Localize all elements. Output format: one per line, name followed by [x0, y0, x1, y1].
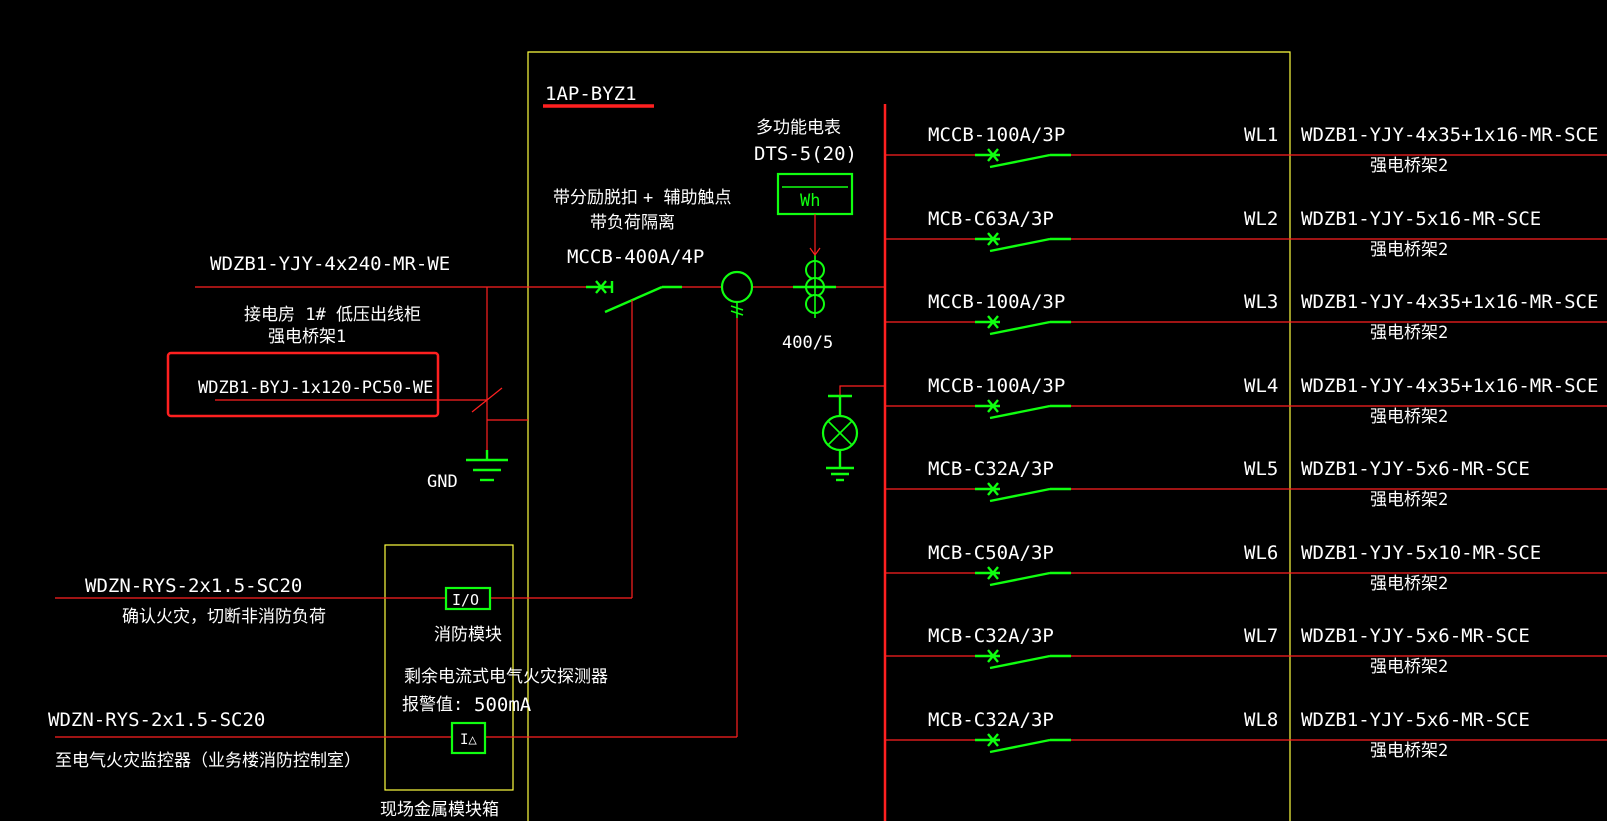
- residual-current-sensor-icon: [720, 270, 754, 318]
- circuit-cable-label: WDZB1-YJY-5x16-MR-SCE: [1301, 208, 1541, 230]
- circuit-row: MCB-C32A/3P WL5 WDZB1-YJY-5x6-MR-SCE 强电桥架2: [885, 458, 1607, 510]
- circuit-id: WL8: [1244, 709, 1278, 731]
- circuit-breaker-icon: [975, 399, 1071, 420]
- fire-module-label: 消防模块: [434, 625, 502, 645]
- circuit-breaker-icon: [975, 232, 1071, 253]
- circuit-cable-label: WDZB1-YJY-5x6-MR-SCE: [1301, 709, 1530, 731]
- alarm-value: 500mA: [474, 694, 532, 716]
- surge-protector-icon: [821, 394, 859, 482]
- circuit-row: MCCB-100A/3P WL4 WDZB1-YJY-4x35+1x16-MR-SC…: [885, 375, 1607, 427]
- fire-note1: 确认火灾，切断非消防负荷: [122, 607, 326, 627]
- circuit-breaker-label: MCCB-100A/3P: [928, 124, 1065, 146]
- circuit-breaker-label: MCB-C32A/3P: [928, 625, 1054, 647]
- circuit-id: WL7: [1244, 625, 1278, 647]
- main-breaker-note3: 带负荷隔离: [590, 213, 675, 233]
- circuit-breaker-label: MCB-C32A/3P: [928, 458, 1054, 480]
- circuit-tray-label: 强电桥架2: [1370, 490, 1448, 510]
- circuit-tray-label: 强电桥架2: [1370, 407, 1448, 427]
- gnd-label: GND: [427, 472, 458, 492]
- circuit-breaker-icon: [975, 148, 1071, 169]
- circuit-cable-label: WDZB1-YJY-5x6-MR-SCE: [1301, 458, 1530, 480]
- main-breaker-symbol: [586, 280, 682, 314]
- spd-connection-line: [839, 385, 885, 396]
- io-module-icon: I/O: [444, 586, 492, 611]
- panel-frame: [527, 51, 1291, 821]
- residual-current-module-icon: I△: [450, 721, 487, 755]
- ct-ratio-label: 400/5: [782, 333, 833, 353]
- main-breaker-label: MCCB-400A/4P: [567, 246, 704, 268]
- circuit-tray-label: 强电桥架2: [1370, 741, 1448, 761]
- main-breaker-note1: 带分励脱扣: [553, 188, 638, 208]
- meter-connection-arrow: [809, 247, 821, 257]
- circuit-id: WL2: [1244, 208, 1278, 230]
- circuit-row: MCB-C32A/3P WL7 WDZB1-YJY-5x6-MR-SCE 强电桥架2: [885, 625, 1607, 677]
- circuit-cable-label: WDZB1-YJY-4x35+1x16-MR-SCE: [1301, 375, 1598, 397]
- circuit-cable-label: WDZB1-YJY-4x35+1x16-MR-SCE: [1301, 291, 1598, 313]
- circuit-cable-label: WDZB1-YJY-4x35+1x16-MR-SCE: [1301, 124, 1598, 146]
- circuit-tray-label: 强电桥架2: [1370, 657, 1448, 677]
- circuit-breaker-icon: [975, 649, 1071, 670]
- panel-id: 1AP-BYZ1: [545, 83, 637, 105]
- incoming-cable-label: WDZB1-YJY-4x240-MR-WE: [210, 253, 450, 275]
- circuit-id: WL1: [1244, 124, 1278, 146]
- detector-label: 剩余电流式电气火灾探测器: [404, 667, 608, 687]
- ground-cable-label: WDZB1-BYJ-1x120-PC50-WE: [198, 378, 433, 398]
- circuit-breaker-label: MCB-C50A/3P: [928, 542, 1054, 564]
- circuit-breaker-label: MCCB-100A/3P: [928, 291, 1065, 313]
- circuit-id: WL4: [1244, 375, 1278, 397]
- meter-title: 多功能电表: [756, 118, 841, 138]
- circuit-tray-label: 强电桥架2: [1370, 574, 1448, 594]
- incoming-tray-label: 强电桥架1: [268, 327, 346, 347]
- main-breaker-note2: + 辅助触点: [643, 188, 731, 208]
- ground-tick-mark: [471, 387, 503, 413]
- energy-meter-icon: Wh: [776, 172, 854, 216]
- svg-text:I△: I△: [460, 732, 477, 748]
- module-box-label: 现场金属模块箱: [380, 800, 499, 820]
- circuit-breaker-icon: [975, 566, 1071, 587]
- incoming-source-label: 接电房 1# 低压出线柜: [244, 305, 421, 325]
- circuit-id: WL3: [1244, 291, 1278, 313]
- ground-cable-highlight-box: [166, 351, 440, 418]
- circuit-breaker-label: MCB-C63A/3P: [928, 208, 1054, 230]
- metal-module-box: [384, 544, 514, 791]
- fire-note2: 至电气火灾监控器（业务楼消防控制室）: [55, 751, 361, 771]
- circuit-breaker-icon: [975, 315, 1071, 336]
- svg-text:Wh: Wh: [800, 191, 820, 211]
- alarm-label: 报警值:: [402, 695, 463, 715]
- circuit-row: MCCB-100A/3P WL3 WDZB1-YJY-4x35+1x16-MR-SC…: [885, 291, 1607, 343]
- circuit-row: MCB-C50A/3P WL6 WDZB1-YJY-5x10-MR-SCE 强电桥架2: [885, 542, 1607, 594]
- fire-cable1-label: WDZN-RYS-2x1.5-SC20: [85, 575, 302, 597]
- circuit-tray-label: 强电桥架2: [1370, 323, 1448, 343]
- circuit-tray-label: 强电桥架2: [1370, 240, 1448, 260]
- circuit-breaker-label: MCCB-100A/3P: [928, 375, 1065, 397]
- circuit-id: WL6: [1244, 542, 1278, 564]
- circuit-id: WL5: [1244, 458, 1278, 480]
- circuit-row: MCCB-100A/3P WL1 WDZB1-YJY-4x35+1x16-MR-SC…: [885, 124, 1607, 176]
- circuit-row: MCB-C63A/3P WL2 WDZB1-YJY-5x16-MR-SCE 强电桥架2: [885, 208, 1607, 260]
- circuit-breaker-label: MCB-C32A/3P: [928, 709, 1054, 731]
- svg-text:I/O: I/O: [452, 591, 479, 609]
- circuit-tray-label: 强电桥架2: [1370, 156, 1448, 176]
- circuit-cable-label: WDZB1-YJY-5x10-MR-SCE: [1301, 542, 1541, 564]
- circuit-breaker-icon: [975, 482, 1071, 503]
- circuit-breaker-icon: [975, 733, 1071, 754]
- circuit-cable-label: WDZB1-YJY-5x6-MR-SCE: [1301, 625, 1530, 647]
- meter-model: DTS-5(20): [754, 143, 857, 165]
- current-transformer-icon: [793, 255, 836, 318]
- fire-cable2-label: WDZN-RYS-2x1.5-SC20: [48, 709, 265, 731]
- ground-icon: [466, 450, 508, 482]
- circuit-row: MCB-C32A/3P WL8 WDZB1-YJY-5x6-MR-SCE 强电桥架2: [885, 709, 1607, 761]
